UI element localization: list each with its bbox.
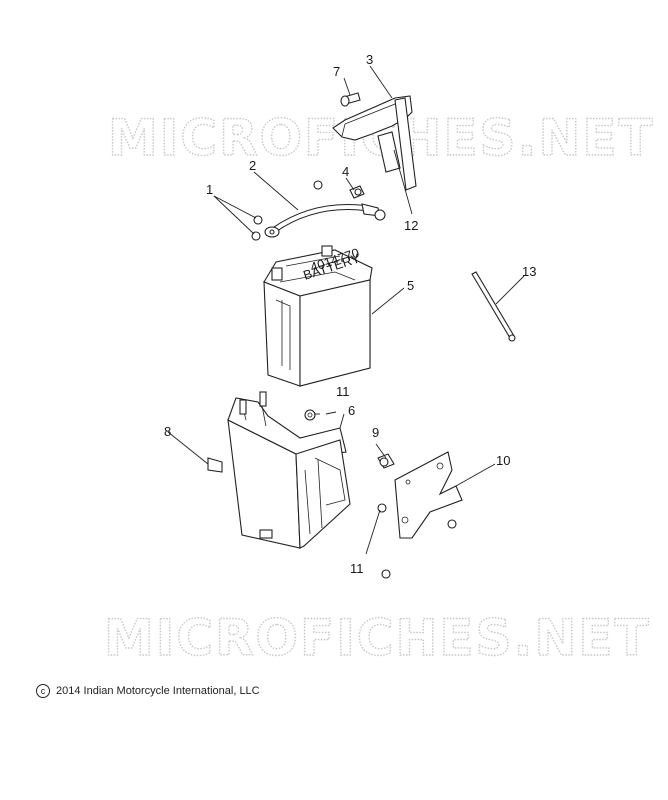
callout-2: 2 xyxy=(249,158,256,173)
callout-10: 10 xyxy=(496,453,510,468)
copyright-notice: c 2014 Indian Motorcycle International, L… xyxy=(36,684,260,698)
part-2-cable xyxy=(264,203,386,238)
part-13-cable-tie xyxy=(471,271,516,342)
part-11-nut-upper xyxy=(304,409,316,421)
callout-12: 12 xyxy=(404,218,418,233)
callout-11-lower: 11 xyxy=(350,561,364,576)
callout-11-upper: 11 xyxy=(336,384,350,399)
callout-1: 1 xyxy=(206,182,213,197)
leader-lines xyxy=(167,65,525,555)
callout-13: 13 xyxy=(522,264,536,279)
part-9-bolt xyxy=(377,453,395,469)
callout-3: 3 xyxy=(366,52,373,67)
part-10-bracket xyxy=(394,451,463,539)
callout-4: 4 xyxy=(342,164,349,179)
copyright-symbol: c xyxy=(36,684,50,698)
copyright-text: 2014 Indian Motorcycle International, LL… xyxy=(56,684,260,697)
part-8-clip xyxy=(207,457,223,473)
part-12-pad xyxy=(377,131,401,173)
callout-6: 6 xyxy=(348,403,355,418)
part-5-battery: BATTERY 4014770 xyxy=(263,245,373,387)
callout-5: 5 xyxy=(407,278,414,293)
part-3-bracket xyxy=(332,95,417,191)
watermark-bottom: MICROFICHES.NET xyxy=(104,609,651,667)
part-7-bolt xyxy=(340,92,361,107)
callout-8: 8 xyxy=(164,424,171,439)
callout-9: 9 xyxy=(372,425,379,440)
callout-7: 7 xyxy=(333,64,340,79)
part-6-tray xyxy=(227,391,351,549)
